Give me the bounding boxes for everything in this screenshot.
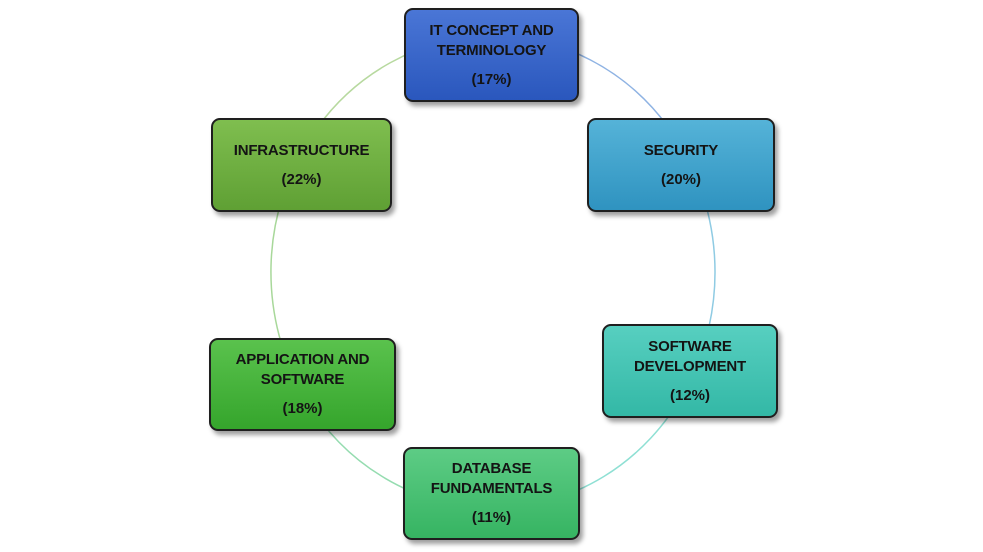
node-percent: (11%) xyxy=(471,509,512,526)
node-name: SECURITY xyxy=(643,141,719,159)
node-percent: (20%) xyxy=(660,170,701,188)
node-percent: (12%) xyxy=(669,386,710,404)
node-name: APPLICATION AND SOFTWARE xyxy=(235,351,370,388)
node-database-fundamentals: DATABASE FUNDAMENTALS (11%) xyxy=(403,447,580,540)
node-software-development: SOFTWARE DEVELOPMENT (12%) xyxy=(602,324,778,418)
node-name: IT CONCEPT AND TERMINOLOGY xyxy=(429,21,554,59)
node-name: SOFTWARE DEVELOPMENT xyxy=(634,337,746,375)
node-percent: (22%) xyxy=(281,170,322,188)
node-name: INFRASTRUCTURE xyxy=(233,141,370,159)
node-percent: (18%) xyxy=(282,400,323,417)
node-percent: (17%) xyxy=(471,70,512,88)
node-it-concept-and-terminology: IT CONCEPT AND TERMINOLOGY (17%) xyxy=(404,8,579,102)
node-infrastructure: INFRASTRUCTURE (22%) xyxy=(211,118,392,212)
node-security: SECURITY (20%) xyxy=(587,118,775,212)
node-name: DATABASE FUNDAMENTALS xyxy=(430,460,553,497)
node-application-and-software: APPLICATION AND SOFTWARE (18%) xyxy=(209,338,396,431)
